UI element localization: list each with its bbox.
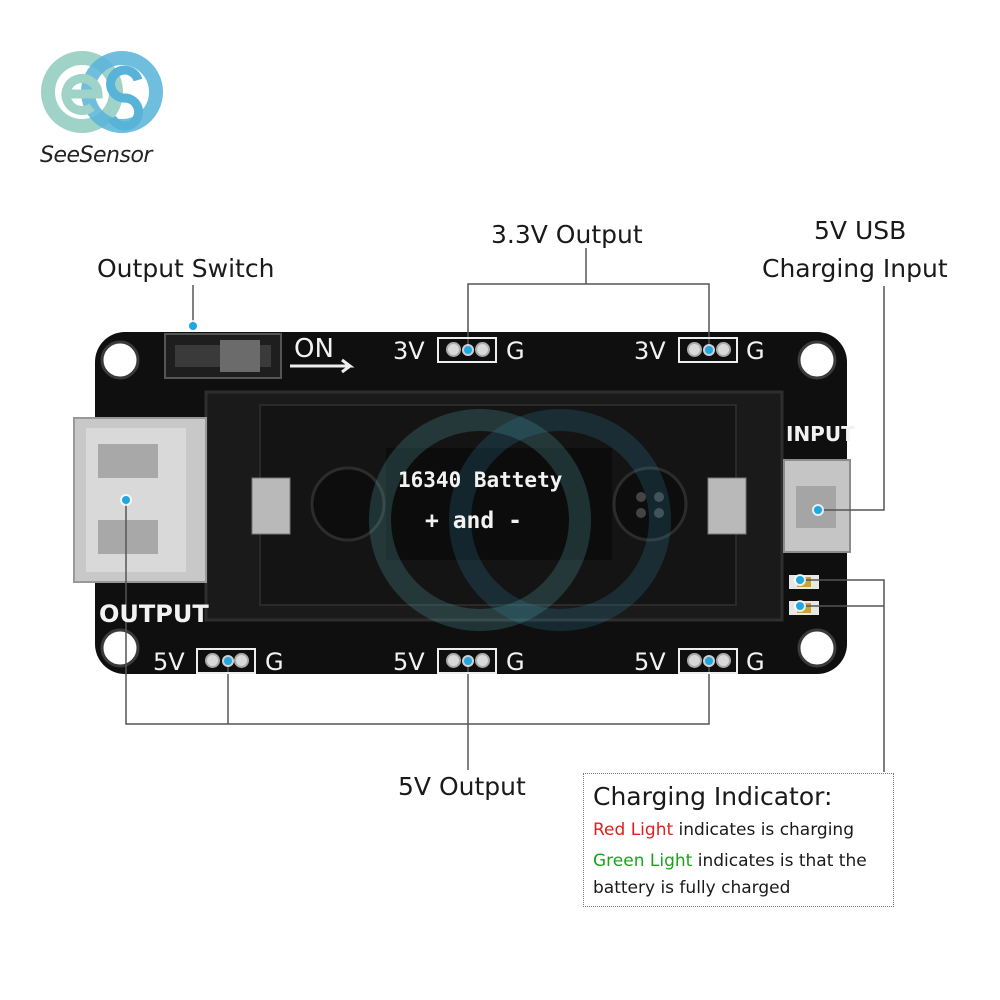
pin-g bbox=[234, 653, 249, 668]
charging-indicator-box: Charging Indicator: Red Light indicates … bbox=[583, 773, 894, 907]
pin-g bbox=[475, 653, 490, 668]
marker-dot bbox=[189, 322, 197, 330]
green-light-text: indicates is that the bbox=[692, 851, 867, 871]
battery-label-line1: 16340 Battety bbox=[398, 468, 563, 492]
marker-dot bbox=[464, 657, 472, 665]
pin-label-g: G bbox=[506, 337, 525, 365]
pin-label-5v: 5V bbox=[393, 648, 425, 676]
pin-3v bbox=[687, 342, 702, 357]
red-light-label: Red Light bbox=[593, 820, 674, 840]
output-3v3-label: 3.3V Output bbox=[491, 220, 643, 249]
pin-pad bbox=[678, 337, 738, 363]
green-light-label: Green Light bbox=[593, 851, 693, 871]
pin-label-5v: 5V bbox=[634, 648, 666, 676]
input-silk-label: INPUT bbox=[786, 422, 855, 446]
usb-input-label-line1: 5V USB bbox=[814, 216, 907, 245]
indicator-red-line: Red Light indicates is charging bbox=[593, 820, 854, 840]
marker-dot bbox=[814, 506, 822, 514]
pin-label-3v: 3V bbox=[634, 337, 666, 365]
red-light-text: indicates is charging bbox=[673, 820, 854, 840]
pin-label-3v: 3V bbox=[393, 337, 425, 365]
pin-pad bbox=[678, 648, 738, 674]
marker-dot bbox=[796, 602, 804, 610]
pin-g bbox=[475, 342, 490, 357]
on-silk-label: ON bbox=[294, 334, 334, 364]
battery-label-line2: + and - bbox=[425, 508, 522, 534]
marker-dot bbox=[705, 657, 713, 665]
output-switch-label: Output Switch bbox=[97, 254, 275, 283]
pin-g bbox=[716, 653, 731, 668]
pin-pad bbox=[437, 648, 497, 674]
pin-g bbox=[716, 342, 731, 357]
indicator-line3: battery is fully charged bbox=[593, 878, 791, 898]
indicator-title: Charging Indicator: bbox=[593, 782, 833, 811]
marker-dot bbox=[464, 346, 472, 354]
pin-5v bbox=[205, 653, 220, 668]
marker-dot bbox=[705, 346, 713, 354]
pin-label-g: G bbox=[746, 337, 765, 365]
output-5v-label: 5V Output bbox=[398, 772, 526, 801]
pin-label-5v: 5V bbox=[153, 648, 185, 676]
pin-label-g: G bbox=[746, 648, 765, 676]
pin-label-g: G bbox=[265, 648, 284, 676]
pin-5v bbox=[687, 653, 702, 668]
usb-input-label-line2: Charging Input bbox=[762, 254, 948, 283]
seesensor-logo bbox=[41, 51, 163, 133]
pin-5v bbox=[446, 653, 461, 668]
indicator-green-line: Green Light indicates is that the bbox=[593, 851, 867, 871]
logo-brand-text: SeeSensor bbox=[40, 143, 152, 168]
marker-dot bbox=[224, 657, 232, 665]
pin-label-g: G bbox=[506, 648, 525, 676]
pin-pad bbox=[437, 337, 497, 363]
pin-pad bbox=[196, 648, 256, 674]
pin-3v bbox=[446, 342, 461, 357]
marker-dot bbox=[796, 576, 804, 584]
marker-dot bbox=[122, 496, 130, 504]
output-silk-label: OUTPUT bbox=[99, 600, 209, 628]
